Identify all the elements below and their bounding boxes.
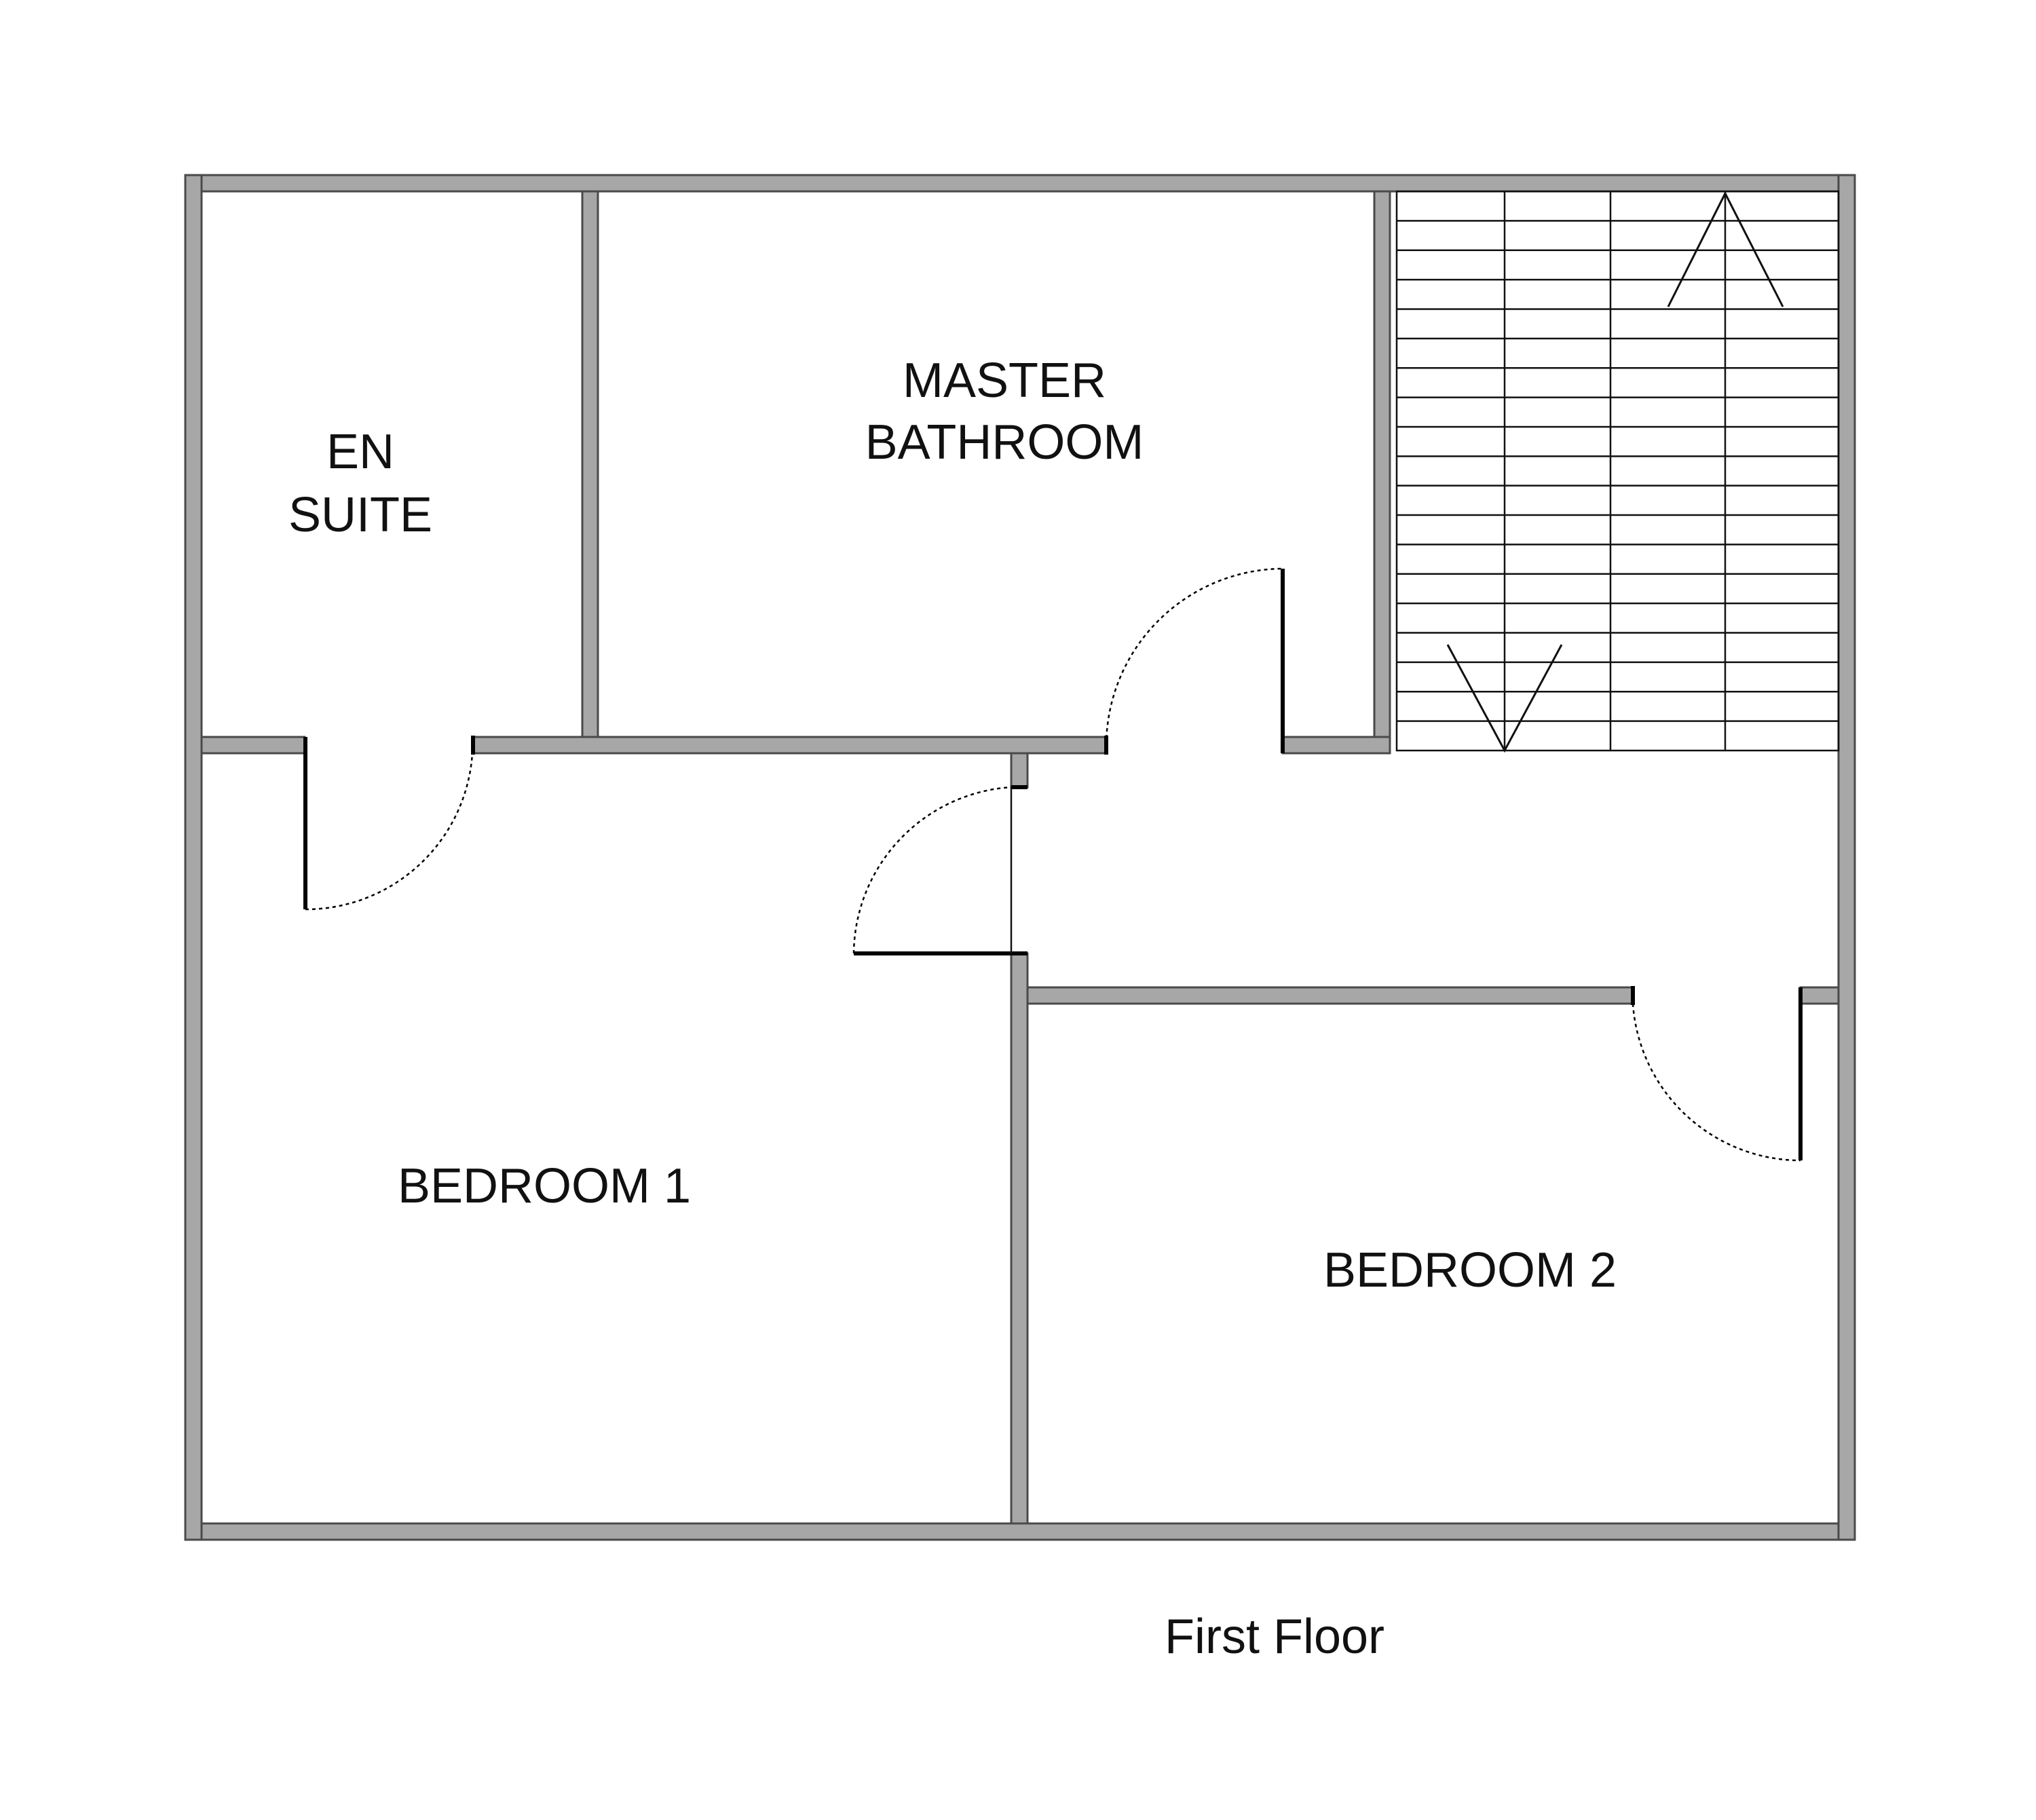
interior-walls — [200, 190, 1840, 1525]
floor-title: First Floor — [1165, 1610, 1384, 1664]
room-label-master-bathroom-line1: MASTER — [903, 354, 1106, 408]
room-label-bedroom-2: BEDROOM 2 — [1323, 1243, 1617, 1297]
wall-bottom — [184, 1522, 1856, 1541]
wall-bathroom-stairs — [1373, 190, 1391, 753]
door-bedroom-2 — [1631, 986, 1803, 1162]
stair-arrow-down-icon — [1446, 644, 1563, 753]
door-bedroom-1 — [852, 785, 1028, 955]
doors — [303, 567, 1803, 1162]
room-label-en-suite-line2: SUITE — [288, 488, 432, 542]
wall-bedroom2-top-right — [1799, 986, 1840, 1005]
wall-top — [184, 174, 1856, 193]
room-labels: EN SUITE MASTER BATHROOM BEDROOM 1 BEDRO… — [288, 354, 1617, 1297]
wall-bathroom-bottom-right — [1281, 736, 1391, 755]
wall-ensuite-bottom-left — [200, 736, 306, 755]
stair-treads — [1397, 220, 1839, 722]
staircase — [1395, 190, 1840, 753]
wall-ensuite-bathroom — [581, 190, 599, 740]
door-master-bathroom — [1104, 567, 1285, 755]
room-label-bedroom-1: BEDROOM 1 — [398, 1159, 691, 1213]
wall-left — [184, 174, 203, 1541]
wall-bedroom2-top-left — [1026, 986, 1634, 1005]
wall-right — [1837, 174, 1856, 1541]
stair-arrow-up-icon — [1667, 191, 1784, 307]
room-label-master-bathroom-line2: BATHROOM — [865, 415, 1144, 470]
room-label-en-suite-line1: EN — [326, 425, 394, 479]
door-ensuite — [303, 736, 475, 911]
wall-bathroom-bottom — [472, 736, 1108, 755]
exterior-walls — [184, 174, 1856, 1541]
wall-bedroom1-stub — [1010, 752, 1029, 789]
wall-bedroom1-bedroom2 — [1010, 952, 1029, 1525]
